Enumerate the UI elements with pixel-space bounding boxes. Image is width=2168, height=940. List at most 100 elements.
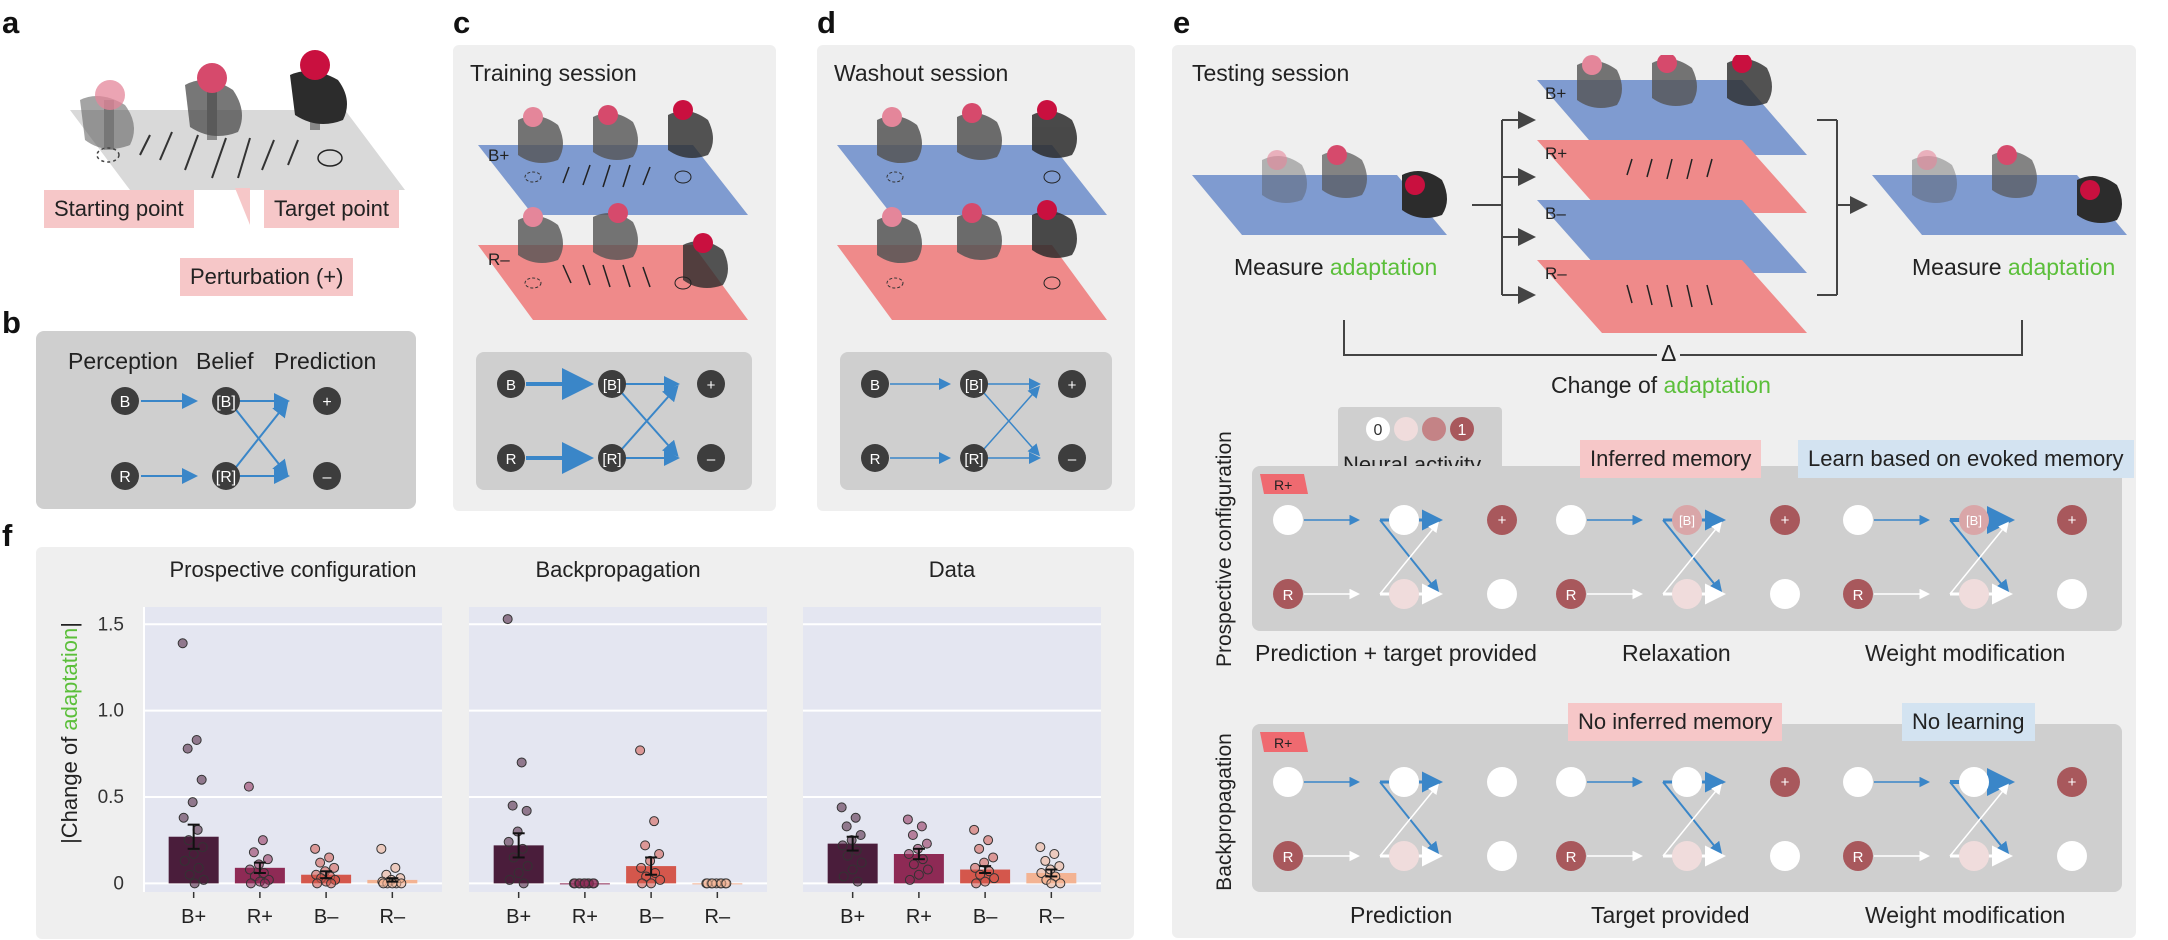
- data-point: [856, 857, 867, 868]
- svg-text:[B]: [B]: [1679, 513, 1695, 528]
- data-point: [721, 878, 732, 889]
- no-learning-callout: No learning: [1902, 703, 2035, 741]
- x-tick-label: R–: [1039, 906, 1065, 928]
- data-point: [521, 805, 532, 816]
- data-point: [841, 821, 852, 832]
- measure-adaptation-right: Measure adaptation: [1912, 254, 2116, 280]
- bp-side-label: Backpropagation: [1213, 733, 1236, 891]
- starting-point-label: Starting point: [44, 190, 194, 228]
- data-point: [1036, 868, 1047, 878]
- data-point: [193, 862, 204, 873]
- panel-letter-e: e: [1173, 5, 1191, 40]
- data-point: [179, 855, 190, 866]
- chart-title: Prospective configuration: [169, 557, 416, 582]
- data-point: [187, 797, 198, 808]
- washout-network-graph: B R [B] [R] + –: [861, 370, 1086, 472]
- perturbation-label: Perturbation (+): [180, 258, 354, 296]
- bp-step-1: Prediction: [1350, 902, 1453, 928]
- data-point: [513, 868, 524, 878]
- svg-text:R: R: [1566, 849, 1577, 866]
- svg-text:B: B: [870, 377, 880, 394]
- change-of-adaptation-label: Change of adaptation: [1551, 372, 1771, 398]
- pc-side-label: Prospective configuration: [1213, 431, 1236, 667]
- data-point: [836, 802, 847, 813]
- data-point: [922, 864, 933, 875]
- data-point: [654, 849, 665, 859]
- svg-text:+: +: [2068, 774, 2077, 791]
- data-point: [988, 852, 999, 863]
- data-point: [502, 614, 513, 625]
- target-point-label: Target point: [264, 190, 399, 228]
- svg-text:+: +: [1068, 377, 1077, 394]
- data-point: [970, 862, 981, 873]
- data-point: [198, 874, 209, 885]
- data-point: [257, 835, 268, 846]
- y-tick-label: 0: [113, 873, 124, 894]
- data-point: [1049, 849, 1060, 859]
- chart-title: Data: [929, 557, 976, 582]
- hand-icon: [185, 63, 242, 140]
- svg-text:+: +: [1781, 512, 1790, 529]
- data-point: [262, 854, 273, 865]
- data-point: [588, 878, 599, 889]
- data-point: [707, 878, 718, 889]
- data-point: [852, 876, 863, 887]
- data-point: [184, 869, 195, 880]
- data-point: [902, 814, 913, 825]
- data-point: [635, 745, 646, 756]
- hand-icon: [80, 80, 134, 150]
- data-point: [921, 838, 932, 849]
- svg-text:[R]: [R]: [602, 451, 621, 468]
- data-point: [503, 836, 514, 847]
- data-point: [248, 847, 259, 858]
- data-point: [907, 830, 918, 840]
- data-point: [178, 812, 189, 823]
- measure-adaptation-left: Measure adaptation: [1234, 254, 1438, 280]
- data-point: [507, 800, 518, 811]
- data-point: [989, 873, 1000, 884]
- svg-text:R+: R+: [1274, 735, 1292, 751]
- svg-text:B: B: [506, 377, 516, 394]
- x-tick-label: R+: [247, 906, 273, 928]
- plate-label-e-bplus: B+: [1545, 84, 1567, 103]
- belief-label: Belief: [196, 348, 254, 374]
- x-tick-label: B–: [314, 906, 339, 928]
- panel-letter-f: f: [2, 518, 13, 553]
- perception-label: Perception: [68, 348, 178, 374]
- panel-a-illustration: [70, 50, 405, 225]
- plate-label-e-bminus: B–: [1545, 204, 1566, 223]
- svg-text:–: –: [1068, 451, 1077, 468]
- data-point: [243, 781, 254, 792]
- data-point: [326, 878, 337, 889]
- svg-text:[B]: [B]: [603, 377, 621, 394]
- svg-text:R+: R+: [1274, 477, 1292, 493]
- data-point: [504, 874, 515, 885]
- inferred-memory-callout: Inferred memory: [1580, 440, 1762, 478]
- training-network-graph: B R [B] [R] + –: [497, 368, 725, 474]
- svg-text:[B]: [B]: [1966, 513, 1982, 528]
- data-point: [974, 843, 985, 854]
- data-point: [390, 862, 401, 873]
- svg-text:R: R: [1566, 587, 1577, 604]
- svg-text:+: +: [2068, 512, 2077, 529]
- data-point: [329, 862, 340, 873]
- x-tick-label: B–: [639, 906, 664, 928]
- data-point: [847, 864, 858, 875]
- data-point: [637, 878, 648, 889]
- x-tick-label: B–: [973, 906, 998, 928]
- node-B-belief: [B]: [216, 394, 236, 411]
- data-point: [310, 843, 321, 854]
- data-point: [837, 840, 848, 851]
- data-point: [971, 878, 982, 889]
- training-session-title: Training session: [470, 60, 637, 86]
- data-point: [842, 850, 853, 861]
- panel-b-graph: B R [B] [R] + –: [111, 387, 341, 490]
- data-point: [197, 842, 208, 853]
- data-point: [916, 821, 927, 832]
- node-plus: +: [322, 394, 331, 411]
- data-point: [1040, 855, 1051, 866]
- pc-step-1: Prediction + target provided: [1255, 640, 1537, 666]
- y-tick-label: 1.5: [98, 614, 124, 635]
- node-B: B: [120, 394, 131, 411]
- chart-title: Backpropagation: [535, 557, 700, 582]
